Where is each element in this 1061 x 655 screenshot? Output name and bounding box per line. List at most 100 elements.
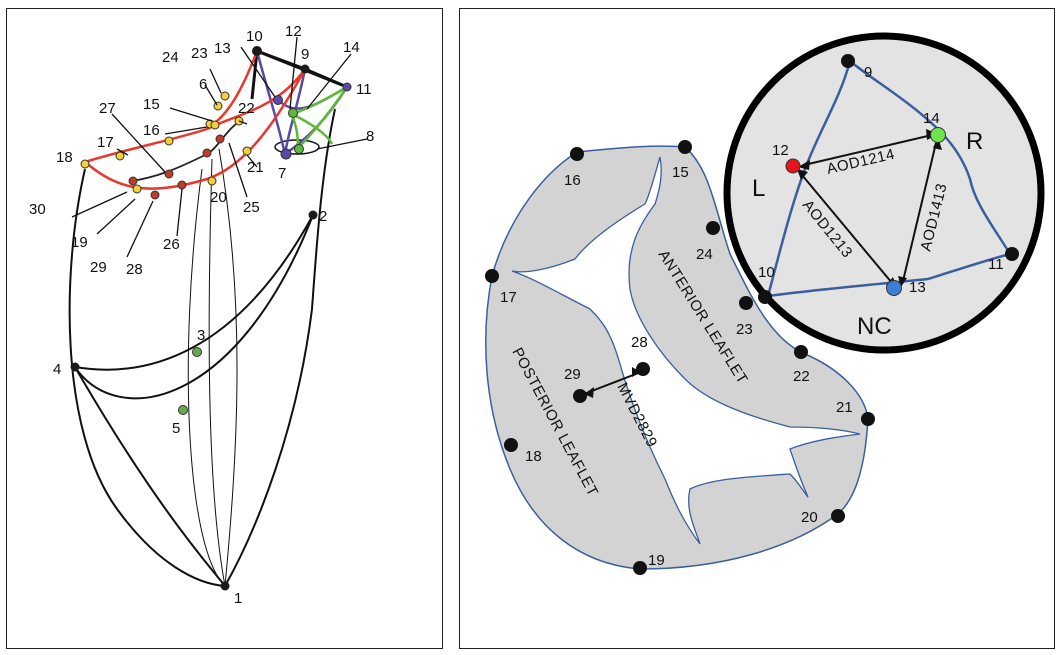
landmark-label: 10 — [246, 28, 263, 45]
landmark-dot — [280, 148, 292, 160]
landmark-label: 4 — [53, 361, 61, 378]
mitral-point — [678, 140, 692, 154]
aortic-point-12 — [785, 158, 801, 174]
mitral-label: 19 — [648, 552, 665, 569]
aortic-point — [758, 290, 772, 304]
landmark-label: 5 — [172, 420, 180, 437]
aortic-arrows — [801, 134, 937, 284]
landmark-dots — [70, 46, 352, 591]
mitral-label: 16 — [564, 172, 581, 189]
mitral-label: 17 — [500, 289, 517, 306]
valve-diagram: 15 16 17 18 19 20 21 22 23 24 28 29 9 10… — [485, 32, 1045, 575]
landmark-dot — [164, 169, 174, 179]
mitral-point — [636, 362, 650, 376]
landmark-dot — [242, 146, 252, 156]
landmark-label: 29 — [90, 259, 107, 276]
landmark-label: 17 — [97, 134, 114, 151]
mitral-opening — [511, 156, 861, 545]
mitral-label: 29 — [564, 366, 581, 383]
landmark-dot — [128, 176, 138, 186]
mitral-labels: 15 16 17 18 19 20 21 22 23 24 28 29 — [500, 164, 853, 569]
landmark-dot — [177, 180, 187, 190]
landmark-label: 18 — [56, 149, 73, 166]
leader-arrows — [71, 36, 368, 258]
landmark-label: 15 — [143, 96, 160, 113]
mitral-point — [570, 147, 584, 161]
landmark-label: 13 — [214, 40, 231, 57]
landmark-label: 8 — [366, 128, 374, 145]
heart-model-diagram: 1 2 3 4 5 6 7 8 9 10 11 12 13 14 15 16 1… — [29, 23, 374, 607]
mitral-point — [573, 389, 587, 403]
cusp-label-left: L — [752, 175, 765, 202]
arrow-aod1413 — [902, 142, 937, 282]
landmark-label: 3 — [197, 327, 205, 344]
section-upper — [74, 214, 314, 371]
landmark-label: 9 — [301, 46, 309, 63]
cusp-label-right: R — [966, 128, 983, 155]
cusp-label-noncoronary: NC — [857, 313, 892, 340]
landmark-dot — [273, 95, 283, 105]
landmark-label: 28 — [126, 261, 143, 278]
landmark-dot — [132, 184, 142, 194]
aortic-label: 11 — [988, 256, 1004, 273]
mitral-point — [633, 561, 647, 575]
aortic-point-14 — [930, 127, 946, 143]
landmark-dot — [220, 581, 230, 591]
aortic-point-13 — [886, 280, 902, 296]
landmark-label: 20 — [210, 189, 227, 206]
aortic-label: 10 — [758, 264, 775, 281]
mitral-label: 23 — [736, 321, 753, 338]
landmark-label: 25 — [243, 199, 260, 216]
landmark-dot — [308, 210, 318, 220]
landmark-label: 22 — [238, 100, 255, 117]
mitral-points — [485, 140, 875, 575]
landmark-dot — [207, 176, 217, 186]
landmark-label: 2 — [319, 208, 327, 225]
right-panel: 15 16 17 18 19 20 21 22 23 24 28 29 9 10… — [459, 8, 1055, 649]
ventricle-apex-arc-2 — [208, 158, 226, 587]
landmark-label: 11 — [356, 81, 372, 98]
landmark-dot — [215, 134, 225, 144]
mitral-label: 15 — [672, 164, 689, 181]
landmark-dot — [300, 64, 310, 74]
ventricle-apex-arc-3 — [218, 148, 238, 587]
landmark-labels: 1 2 3 4 5 6 7 8 9 10 11 12 13 14 15 16 1… — [29, 23, 374, 607]
ventricle-apex-arc — [187, 168, 226, 587]
landmark-dot — [342, 82, 352, 92]
landmark-dot — [178, 405, 188, 415]
landmark-label: 7 — [278, 165, 286, 182]
mitral-point — [504, 438, 518, 452]
landmark-label: 12 — [285, 23, 302, 40]
landmark-label: 27 — [99, 100, 116, 117]
left-panel: 1 2 3 4 5 6 7 8 9 10 11 12 13 14 15 16 1… — [6, 8, 443, 649]
mitral-label: 28 — [631, 334, 648, 351]
landmark-label: 24 — [162, 49, 179, 66]
landmark-dot — [220, 91, 230, 101]
section-lower — [74, 214, 314, 400]
mitral-point — [831, 509, 845, 523]
landmark-dot — [294, 144, 304, 154]
landmark-label: 26 — [163, 236, 180, 253]
mitral-label: 21 — [836, 399, 853, 416]
landmark-dot — [150, 190, 160, 200]
aortic-point — [1005, 247, 1019, 261]
landmark-dot — [115, 151, 125, 161]
aortic-label: 9 — [864, 64, 872, 81]
aortic-points — [758, 54, 1019, 304]
landmark-dot — [288, 108, 298, 118]
mitral-point — [794, 345, 808, 359]
mitral-point — [485, 269, 499, 283]
mitral-label: 20 — [801, 509, 818, 526]
landmark-label: 30 — [29, 201, 46, 218]
landmark-dot — [202, 148, 212, 158]
arrow-aod1213 — [801, 174, 893, 284]
mitral-label: 18 — [525, 448, 542, 465]
mitral-label: 24 — [696, 246, 713, 263]
landmark-label: 23 — [191, 45, 208, 62]
landmark-label: 1 — [234, 590, 242, 607]
aortic-point — [841, 54, 855, 68]
mitral-point — [706, 221, 720, 235]
landmark-dot — [164, 136, 174, 146]
landmark-dot — [252, 46, 262, 56]
mitral-point — [739, 296, 753, 310]
